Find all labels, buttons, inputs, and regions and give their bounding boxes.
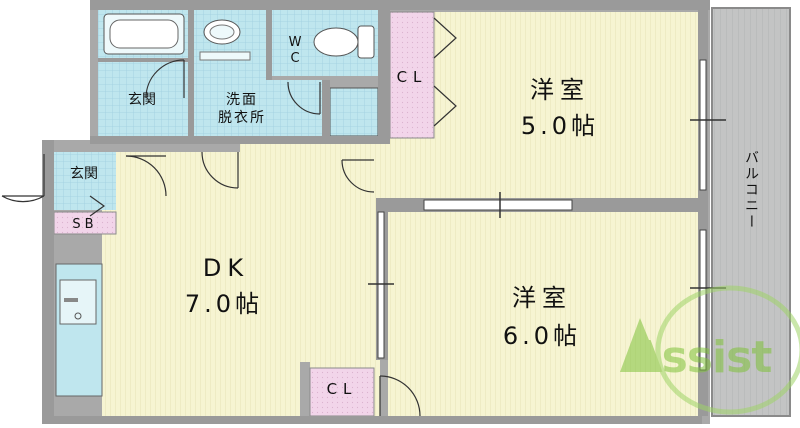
entrance-lower-area [54,152,116,210]
western-room-2-size: 6.0帖 [503,322,581,350]
western-room-2 [388,212,700,416]
entrance-upper-label: 玄関 [128,91,156,108]
toilet-label-line1: W [289,35,302,50]
assist-watermark: Assist [620,285,800,415]
dk-name: DK [203,254,249,282]
window-balcony-2 [699,229,707,371]
wall-cut [300,362,310,416]
window-balcony-1 [699,59,707,191]
closet-top [389,11,435,139]
balcony [711,7,791,417]
doors [1,17,457,417]
dk-hall [240,144,390,204]
toilet-bowl [313,27,359,57]
western-room-1 [390,12,700,198]
washroom-label-line2: 脱衣所 [218,110,266,126]
bathtub-inner [109,19,179,49]
balcony-label: バルコニー [743,150,759,230]
shoe-box-label: SB [72,217,97,232]
wash-basin-inner [209,24,235,40]
shower-box [329,87,379,137]
western-room-1-name: 洋室 [530,76,590,104]
watermark-text: Assist [629,332,773,383]
closet-bottom-label: CL [327,380,358,398]
entrance-upper-area [98,60,188,136]
toilet-label-line2: C [290,51,299,66]
entrance-lower-label: 玄関 [70,165,98,182]
window-partition [423,199,573,211]
sink-drain [74,312,82,320]
washroom-lower [266,80,322,136]
dk-size: 7.0帖 [185,290,263,318]
toilet-tank [357,25,375,59]
western-room-1-size: 5.0帖 [521,112,599,140]
washer-pan [199,51,251,61]
sliding-door [377,211,385,359]
sink-faucet [64,298,78,302]
washroom-label-line1: 洗面 [226,92,258,108]
closet-top-label: CL [397,68,428,86]
western-room-2-name: 洋室 [512,284,572,312]
